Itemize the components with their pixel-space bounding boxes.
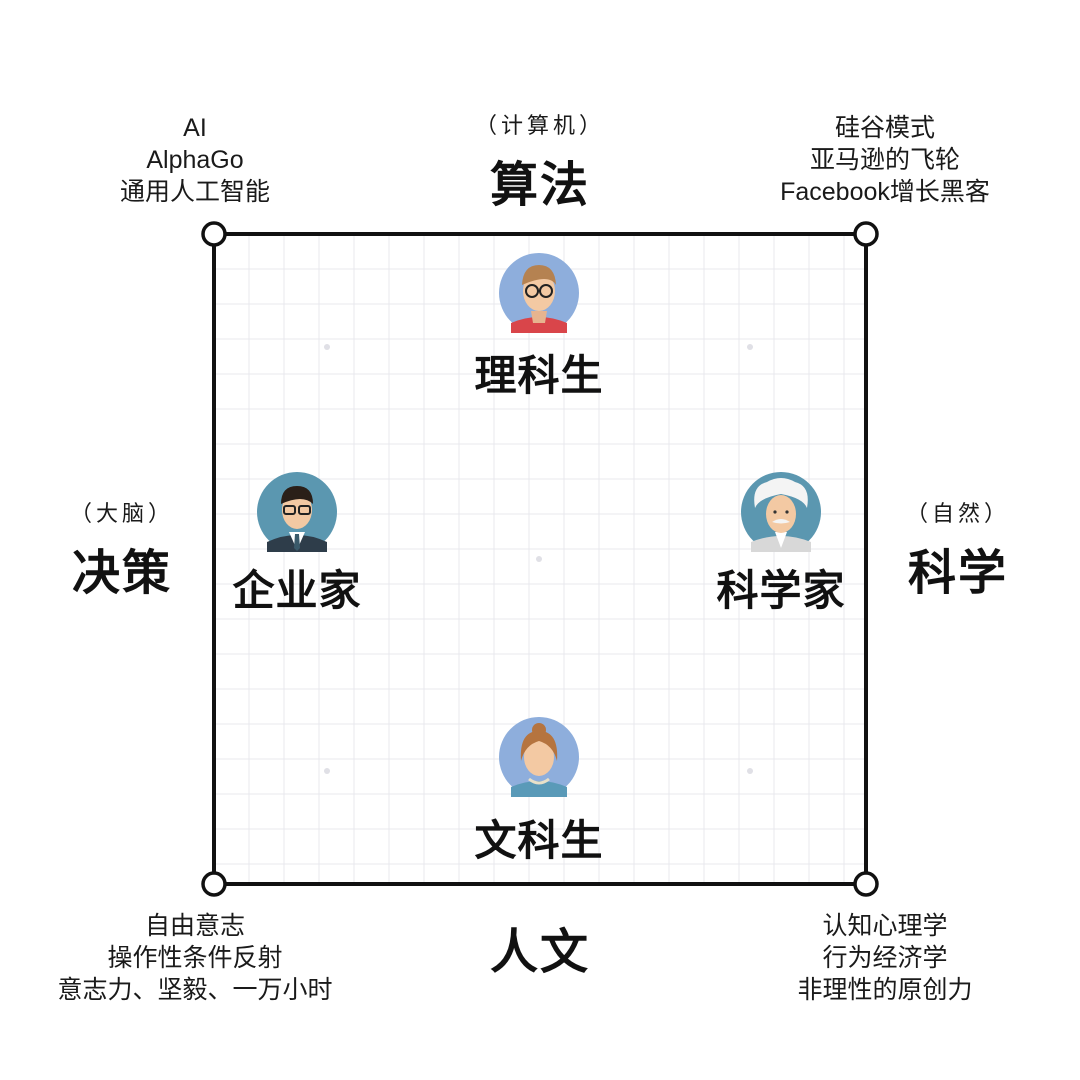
corner-line: 认知心理学 xyxy=(822,912,948,940)
role-label-scientist: 科学家 xyxy=(716,566,845,615)
axis-right-sub: （自然） xyxy=(905,501,1011,526)
corner-line: 行为经济学 xyxy=(822,944,948,972)
axis-top-sub: （计算机） xyxy=(474,113,606,138)
corner-bottom-left-text: 自由意志 操作性条件反射 意志力、坚毅、一万小时 xyxy=(57,910,332,1006)
corner-line: 硅谷模式 xyxy=(834,114,936,142)
corner-line: Facebook增长黑客 xyxy=(780,178,990,206)
axis-bottom-label: 人文 xyxy=(489,924,591,980)
corner-line: 非理性的原创力 xyxy=(797,976,973,1004)
grid-dot xyxy=(324,344,330,350)
quadrant-frame xyxy=(212,232,868,886)
entrepreneur-avatar-icon xyxy=(257,472,337,552)
axis-left-sub: （大脑） xyxy=(69,501,175,526)
corner-node-bottom-left xyxy=(201,871,227,897)
grid-dot xyxy=(747,344,753,350)
grid-dot xyxy=(536,556,542,562)
corner-line: 意志力、坚毅、一万小时 xyxy=(57,976,333,1004)
axis-top-label: 算法 xyxy=(489,157,591,213)
axis-left-label: 决策 xyxy=(71,545,173,601)
corner-line: 通用人工智能 xyxy=(119,178,271,206)
corner-line: AlphaGo xyxy=(146,146,244,174)
corner-top-right-text: 硅谷模式 亚马逊的飞轮 Facebook增长黑客 xyxy=(780,112,990,208)
grid-dot xyxy=(747,768,753,774)
grid-dot xyxy=(324,768,330,774)
corner-line: 自由意志 xyxy=(144,912,246,940)
corner-line: 亚马逊的飞轮 xyxy=(809,146,961,174)
role-label-entrepreneur: 企业家 xyxy=(232,566,361,615)
corner-line: AI xyxy=(183,114,207,142)
corner-bottom-right-text: 认知心理学 行为经济学 非理性的原创力 xyxy=(797,910,972,1006)
background-grid xyxy=(214,234,866,884)
scientist-avatar-icon xyxy=(741,472,821,552)
role-label-science-student: 理科生 xyxy=(474,351,603,400)
science-student-avatar-icon xyxy=(499,253,579,333)
corner-node-top-right xyxy=(853,221,879,247)
role-label-humanities-student: 文科生 xyxy=(474,816,603,865)
corner-node-top-left xyxy=(201,221,227,247)
axis-right-label: 科学 xyxy=(907,545,1009,601)
corner-line: 操作性条件反射 xyxy=(107,944,283,972)
humanities-student-avatar-icon xyxy=(499,717,579,797)
corner-top-left-text: AI AlphaGo 通用人工智能 xyxy=(120,112,270,208)
corner-node-bottom-right xyxy=(853,871,879,897)
